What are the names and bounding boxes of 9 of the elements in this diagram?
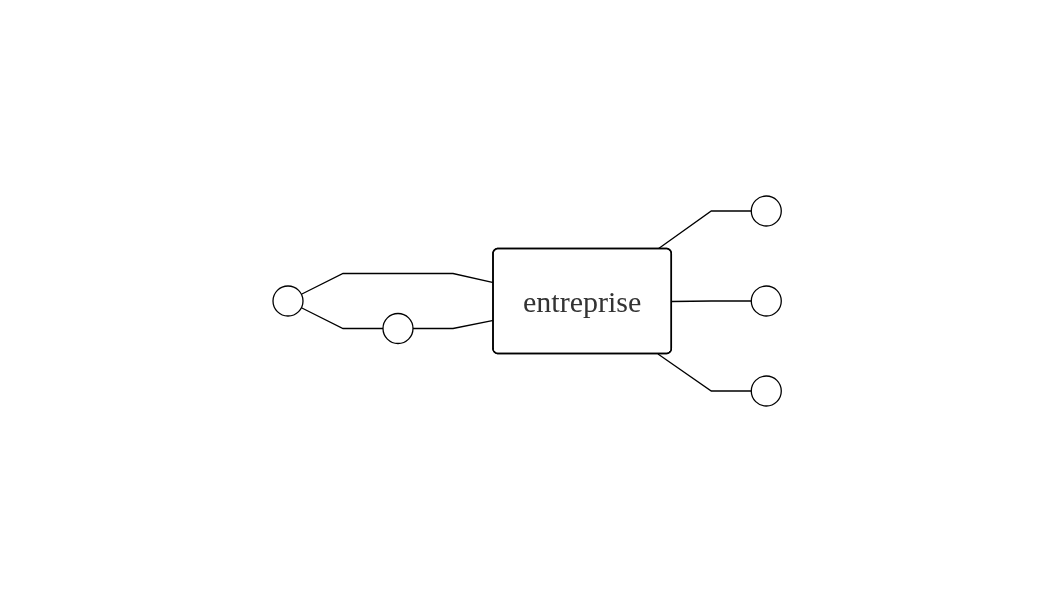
node-circle: [750, 194, 782, 227]
node-circle: [272, 284, 304, 317]
node-circle: [382, 312, 414, 344]
node-circle: [750, 284, 782, 317]
connector: [300, 306, 384, 329]
node-circle: [750, 374, 782, 407]
connector: [671, 299, 752, 302]
connector: [657, 352, 752, 392]
connector: [657, 209, 752, 250]
